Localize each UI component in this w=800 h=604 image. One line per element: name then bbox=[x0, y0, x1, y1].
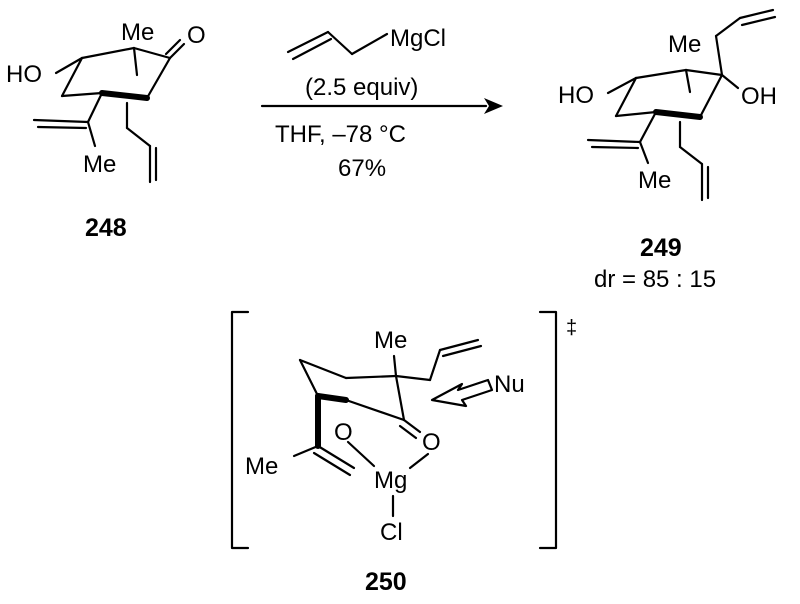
reagent-mgcl-label: MgCl bbox=[390, 25, 446, 52]
ts-nucleophile-label: Nu bbox=[494, 371, 525, 398]
product-methyl-top-label: Me bbox=[668, 31, 701, 58]
sm-carbonyl-o-label: O bbox=[187, 22, 206, 49]
reaction-yield-label: 67% bbox=[338, 155, 386, 182]
allyl-group-reagent bbox=[286, 30, 389, 61]
reaction-arrow bbox=[260, 98, 503, 114]
ts-methyl-top-label: Me bbox=[374, 327, 407, 354]
compound-249-label: 249 bbox=[640, 234, 682, 262]
product-methyl-side-label: Me bbox=[638, 167, 671, 194]
product-hydroxyl-left-label: HO bbox=[558, 82, 594, 109]
reaction-conditions-label: THF, –78 °C bbox=[275, 121, 406, 148]
diastereomer-ratio-label: dr = 85 : 15 bbox=[594, 266, 716, 293]
ts-halide-label: Cl bbox=[380, 519, 403, 546]
ts-o-left-label: O bbox=[334, 419, 353, 446]
transition-state-250-structure: Me O O Mg Cl Me Nu bbox=[245, 327, 525, 546]
ts-o-right-label: O bbox=[422, 429, 441, 456]
ts-metal-label: Mg bbox=[374, 467, 407, 494]
sm-methyl-top-label: Me bbox=[121, 19, 154, 46]
product-hydroxyl-right-label: OH bbox=[741, 83, 777, 110]
transition-state-brackets bbox=[230, 310, 558, 550]
transition-state-dagger: ‡ bbox=[566, 317, 577, 339]
ts-methyl-left-label: Me bbox=[245, 453, 278, 480]
starting-material-248-structure: HO Me O Me bbox=[6, 19, 206, 184]
compound-250-label: 250 bbox=[365, 568, 407, 596]
compound-248-label: 248 bbox=[85, 214, 127, 242]
nucleophile-approach-arrow bbox=[430, 378, 494, 408]
reagent-equivalents-label: (2.5 equiv) bbox=[305, 74, 418, 101]
sm-methyl-side-label: Me bbox=[83, 151, 116, 178]
sm-hydroxyl-label: HO bbox=[6, 61, 42, 88]
product-249-structure: HO Me OH Me bbox=[558, 8, 777, 202]
